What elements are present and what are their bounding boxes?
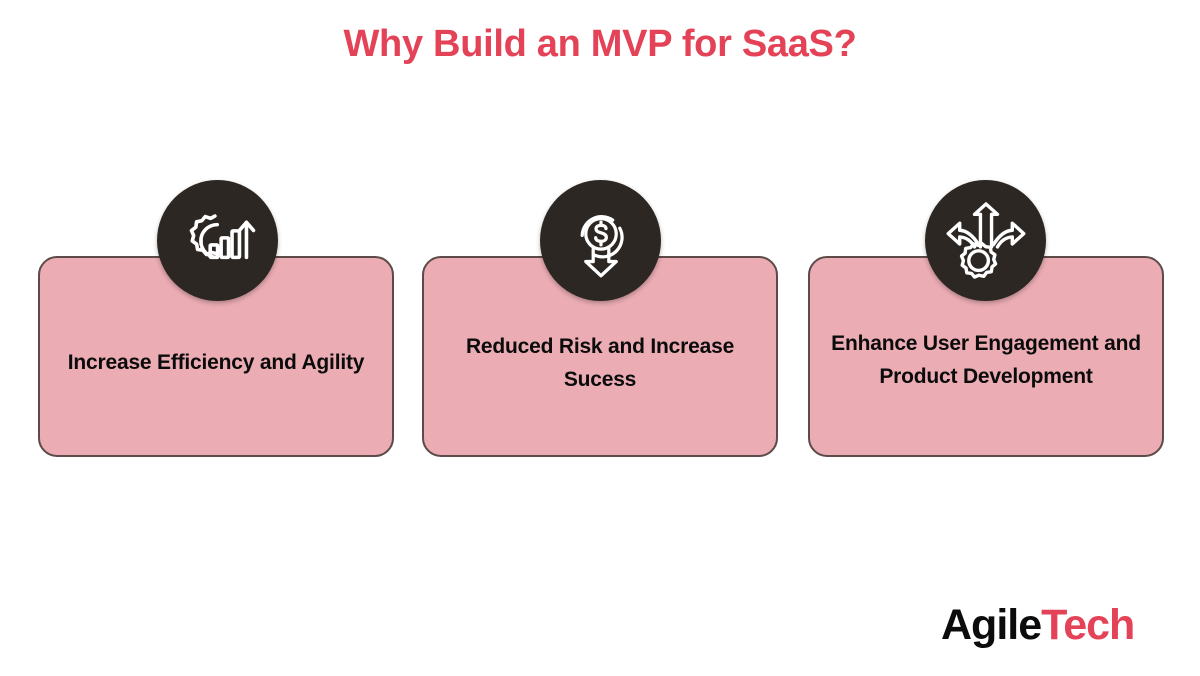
benefit-card-1-badge (157, 180, 278, 301)
benefit-card-1-label: Increase Efficiency and Agility (67, 351, 365, 375)
logo-text-agile: Agile (941, 601, 1042, 649)
benefit-card-3-badge (925, 180, 1046, 301)
benefit-card-3-label: Enhance User Engagement and Product Deve… (831, 331, 1141, 388)
benefit-card-2[interactable]: Reduced Risk and Increase Sucess (422, 256, 778, 457)
benefit-card-2-label: Reduced Risk and Increase Sucess (465, 334, 735, 391)
page-title: Why Build an MVP for SaaS? (343, 23, 857, 65)
gear-bar-chart-growth-arrow-icon (179, 202, 257, 280)
agiletech-logo[interactable]: AgileTech (941, 601, 1135, 649)
benefit-card-2-badge (540, 180, 661, 301)
gear-three-branching-arrows-icon (946, 201, 1026, 280)
dollar-coin-down-arrow-icon (565, 202, 637, 280)
logo-text-tech: Tech (1041, 601, 1135, 649)
